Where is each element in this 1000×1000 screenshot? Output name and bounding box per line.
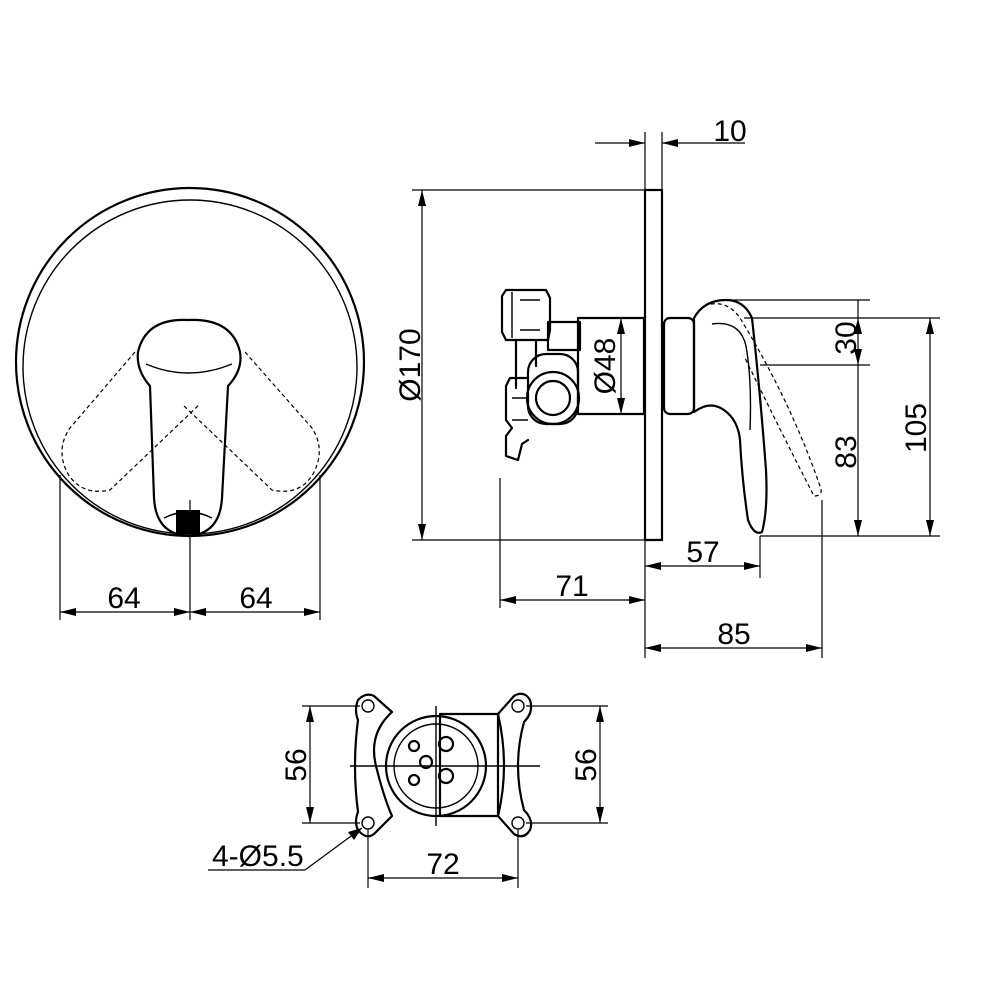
dim-label-front-width-right: 64 xyxy=(239,582,272,615)
arrow xyxy=(645,644,661,652)
front-view: 64 64 xyxy=(14,186,366,620)
side-view: Ø48 Ø170 10 30 83 xyxy=(394,115,940,658)
mount-hole xyxy=(511,699,525,713)
arrow xyxy=(854,318,862,334)
arrow xyxy=(662,139,678,147)
arrow xyxy=(306,807,314,823)
bracket-left xyxy=(353,693,394,838)
lever-handle-inner xyxy=(145,363,233,374)
arrow xyxy=(418,190,426,206)
cover-plate-side xyxy=(643,188,664,542)
dim-label-handle-upper: 30 xyxy=(830,321,863,354)
bracket-right xyxy=(496,692,533,838)
dim-label-hole-spacing: 72 xyxy=(426,848,459,881)
mount-hole xyxy=(361,816,375,830)
dim-label-handle-lower: 83 xyxy=(830,435,863,468)
arrow xyxy=(629,596,645,604)
arrow xyxy=(596,706,604,722)
arrow xyxy=(806,644,822,652)
arrow xyxy=(368,874,384,882)
dim-label-plate-thickness: 10 xyxy=(713,115,746,148)
arrow xyxy=(629,139,645,147)
port-hole xyxy=(407,773,421,787)
dim-label-body-diameter: Ø48 xyxy=(589,338,622,395)
lower-outlet-bore xyxy=(534,379,572,417)
cover-plate-outline xyxy=(14,186,366,538)
arrow xyxy=(306,706,314,722)
dim-label-body-depth: 71 xyxy=(555,570,588,603)
dim-label-handle-projection: 57 xyxy=(686,536,719,569)
bracket-body-rect xyxy=(438,712,500,818)
dim-label-total-projection: 85 xyxy=(717,618,750,651)
arrow xyxy=(854,349,862,365)
arrow xyxy=(348,828,362,840)
handle-rotated-right-dashed xyxy=(181,351,320,492)
arrow xyxy=(744,562,760,570)
lower-connector xyxy=(504,376,530,462)
arrow xyxy=(190,608,206,616)
port-hole xyxy=(437,735,455,753)
dim-label-bracket-left: 56 xyxy=(280,748,313,781)
valve-body-neck xyxy=(546,320,582,352)
dim-label-front-width-left: 64 xyxy=(107,582,140,615)
side-lever-inner xyxy=(711,322,752,431)
arrow xyxy=(617,398,625,414)
arrow xyxy=(854,520,862,536)
dim-label-bracket-right: 56 xyxy=(570,748,603,781)
handle-rotated-left-dashed xyxy=(61,351,201,492)
dim-label-plate-diameter: Ø170 xyxy=(394,328,427,401)
handle-base xyxy=(662,316,696,416)
arrow xyxy=(304,608,320,616)
mount-hole xyxy=(361,699,375,713)
arrow xyxy=(645,562,661,570)
upper-connector xyxy=(500,288,552,342)
dim-label-mounting-holes: 4-Ø5.5 xyxy=(212,840,304,873)
port-hole xyxy=(407,739,421,753)
mount-hole xyxy=(511,816,525,830)
arrow xyxy=(596,807,604,823)
arrow xyxy=(500,596,516,604)
arrow xyxy=(174,608,190,616)
connector-stem xyxy=(514,338,538,390)
arrow xyxy=(502,874,518,882)
side-lever-dashed xyxy=(703,303,822,497)
lever-handle xyxy=(136,318,242,538)
lower-outlet-ring xyxy=(525,370,581,426)
arrow xyxy=(926,318,934,334)
upper-connector-detail xyxy=(511,292,540,338)
arrow xyxy=(617,318,625,334)
arrow xyxy=(926,520,934,536)
side-lever-handle xyxy=(692,298,768,534)
port-hole xyxy=(437,767,455,785)
cover-plate-inner-edge xyxy=(22,199,358,535)
arrow xyxy=(418,524,426,540)
arrow xyxy=(60,608,76,616)
lower-connector-detail xyxy=(512,397,528,421)
dim-label-handle-total: 105 xyxy=(900,403,933,453)
lever-handle-tip-cap xyxy=(176,510,200,534)
bracket-view: 56 56 72 4-Ø5.5 xyxy=(208,692,608,888)
port-hole xyxy=(418,754,434,770)
